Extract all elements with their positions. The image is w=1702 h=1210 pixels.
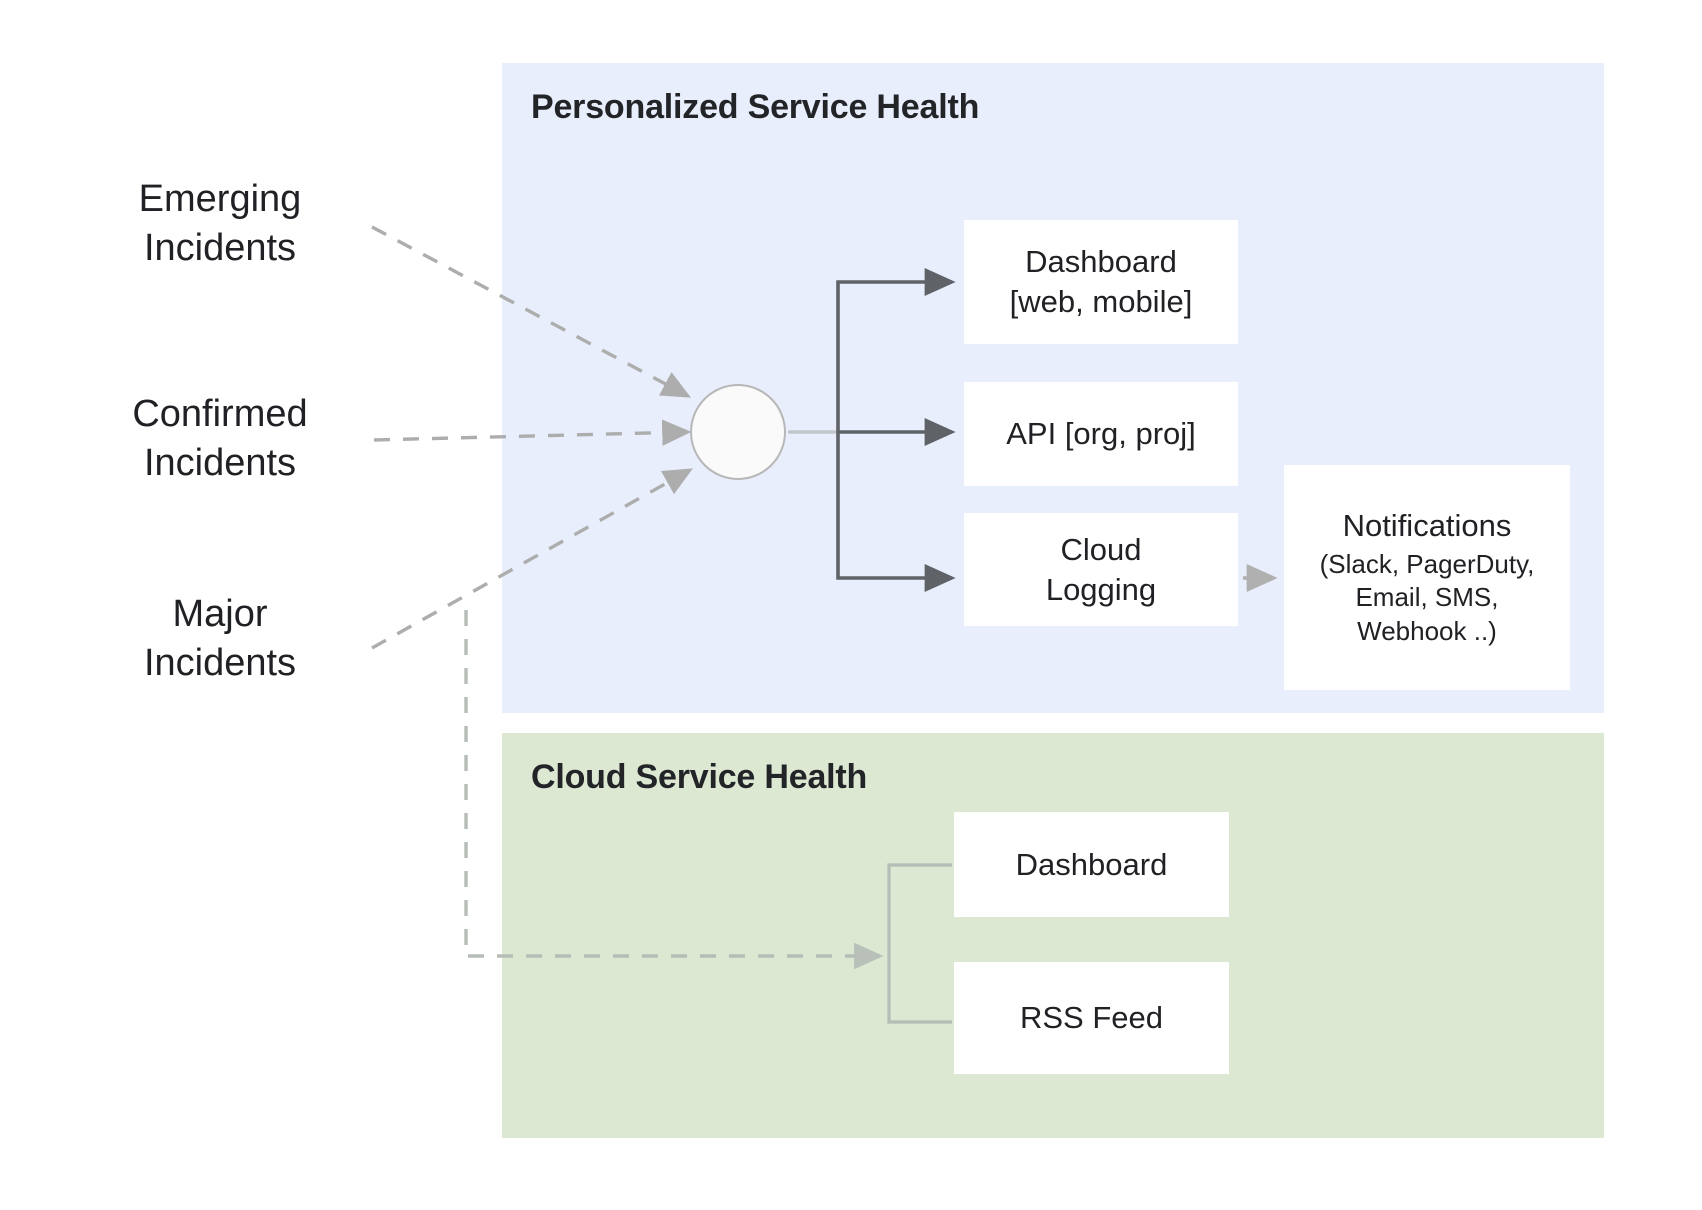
node-label: Cloud Logging bbox=[1045, 531, 1157, 607]
panel-title-cloud-service-health: Cloud Service Health bbox=[531, 758, 868, 796]
node-csh-dashboard[interactable]: Dashboard bbox=[954, 812, 1229, 917]
node-label: Dashboard [web, mobile] bbox=[1009, 244, 1193, 319]
node-cloud-logging[interactable]: Cloud Logging bbox=[964, 513, 1238, 626]
notifications-title: Notifications bbox=[1342, 507, 1512, 543]
source-label-emerging-incidents: Emerging Incidents bbox=[138, 178, 302, 269]
node-rss-feed[interactable]: RSS Feed bbox=[954, 962, 1229, 1074]
node-dashboard-web-mobile[interactable]: Dashboard [web, mobile] bbox=[964, 220, 1238, 344]
source-label-major-incidents: Major Incidents bbox=[143, 593, 297, 684]
node-api-org-proj[interactable]: API [org, proj] bbox=[964, 382, 1238, 486]
notifications-detail: (Slack, PagerDuty, Email, SMS, Webhook .… bbox=[1319, 548, 1535, 647]
notifications-text-wrap: Notifications (Slack, PagerDuty, Email, … bbox=[1320, 506, 1535, 649]
node-notifications[interactable]: Notifications (Slack, PagerDuty, Email, … bbox=[1284, 465, 1570, 690]
source-label-confirmed-incidents: Confirmed Incidents bbox=[132, 393, 308, 484]
aggregation-node[interactable] bbox=[690, 384, 786, 480]
panel-title-personalized-service-health: Personalized Service Health bbox=[531, 88, 980, 126]
node-label: Dashboard bbox=[1015, 846, 1168, 882]
node-label: API [org, proj] bbox=[1006, 416, 1196, 452]
node-label: RSS Feed bbox=[1019, 1000, 1163, 1036]
